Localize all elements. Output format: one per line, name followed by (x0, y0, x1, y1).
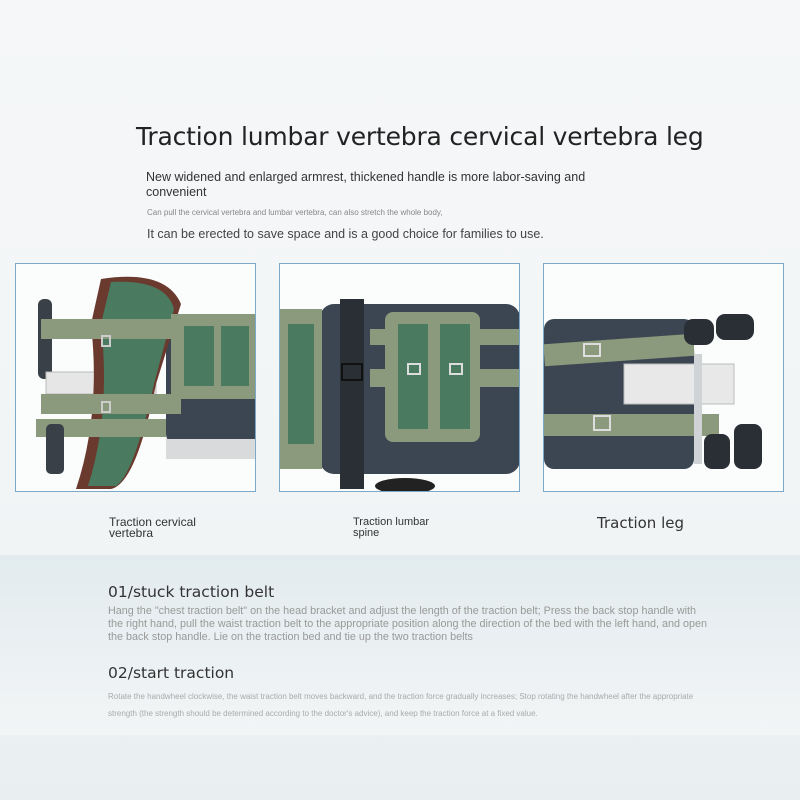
lumbar-traction-photo (279, 263, 520, 492)
page-title: Traction lumbar vertebra cervical verteb… (136, 122, 704, 151)
feature-line-3: It can be erected to save space and is a… (147, 227, 544, 241)
caption-cervical: Traction cervical vertebra (109, 515, 196, 540)
feature-line-2: Can pull the cervical vertebra and lumba… (147, 208, 443, 217)
cervical-traction-photo (15, 263, 256, 492)
step-2-text: Rotate the handwheel clockwise, the wais… (108, 692, 694, 718)
step-1-title: 01/stuck traction belt (108, 583, 275, 601)
step-1-text: Hang the "chest traction belt" on the he… (108, 605, 708, 643)
caption-leg: Traction leg (597, 514, 684, 532)
step-2-title: 02/start traction (108, 664, 235, 682)
instructions-band (0, 555, 800, 735)
caption-lumbar: Traction lumbar spine (353, 516, 430, 539)
feature-line-1: New widened and enlarged armrest, thicke… (146, 170, 586, 199)
leg-traction-photo (543, 263, 784, 492)
